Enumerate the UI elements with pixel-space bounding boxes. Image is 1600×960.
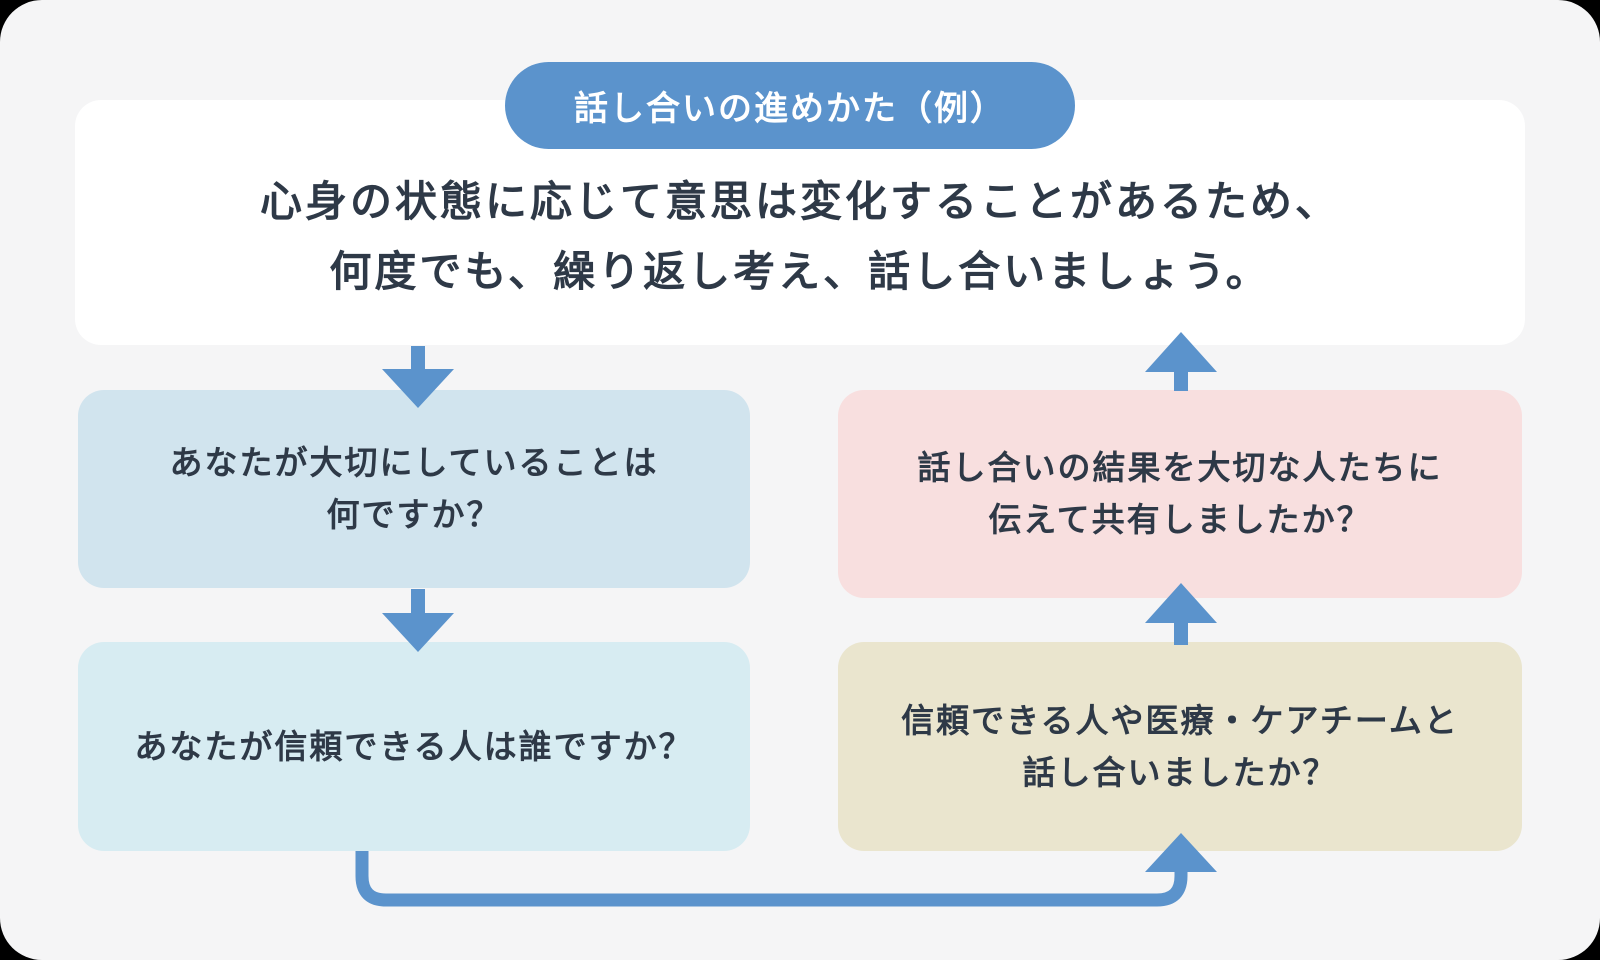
title-badge: 話し合いの進めかた（例） — [505, 62, 1075, 149]
step3-line1: 信頼できる人や医療・ケアチームと — [901, 700, 1459, 740]
title-badge-label: 話し合いの進めかた（例） — [574, 89, 1006, 129]
step-box-values-question: あなたが大切にしていることは 何ですか？ — [78, 390, 750, 588]
step-box-care-team-discussion: 信頼できる人や医療・ケアチームと 話し合いましたか？ — [838, 642, 1522, 851]
step-box-trusted-person-question: あなたが信頼できる人は誰ですか？ — [78, 642, 750, 851]
step4-line2: 伝えて共有しましたか？ — [988, 500, 1372, 539]
step1-line1: あなたが大切にしていることは — [169, 443, 659, 482]
intro-text-line1: 心身の状態に応じて意思は変化することがあるため、 — [259, 177, 1340, 226]
step4-line1: 話し合いの結果を大切な人たちに — [917, 448, 1443, 487]
step-box-share-results: 話し合いの結果を大切な人たちに 伝えて共有しましたか？ — [838, 390, 1522, 598]
step2-line1: あなたが信頼できる人は誰ですか？ — [134, 726, 694, 766]
intro-text-line2: 何度でも、繰り返し考え、話し合いましょう。 — [329, 247, 1271, 296]
step1-line2: 何ですか？ — [326, 495, 502, 534]
step3-line2: 話し合いましたか？ — [1022, 752, 1338, 792]
